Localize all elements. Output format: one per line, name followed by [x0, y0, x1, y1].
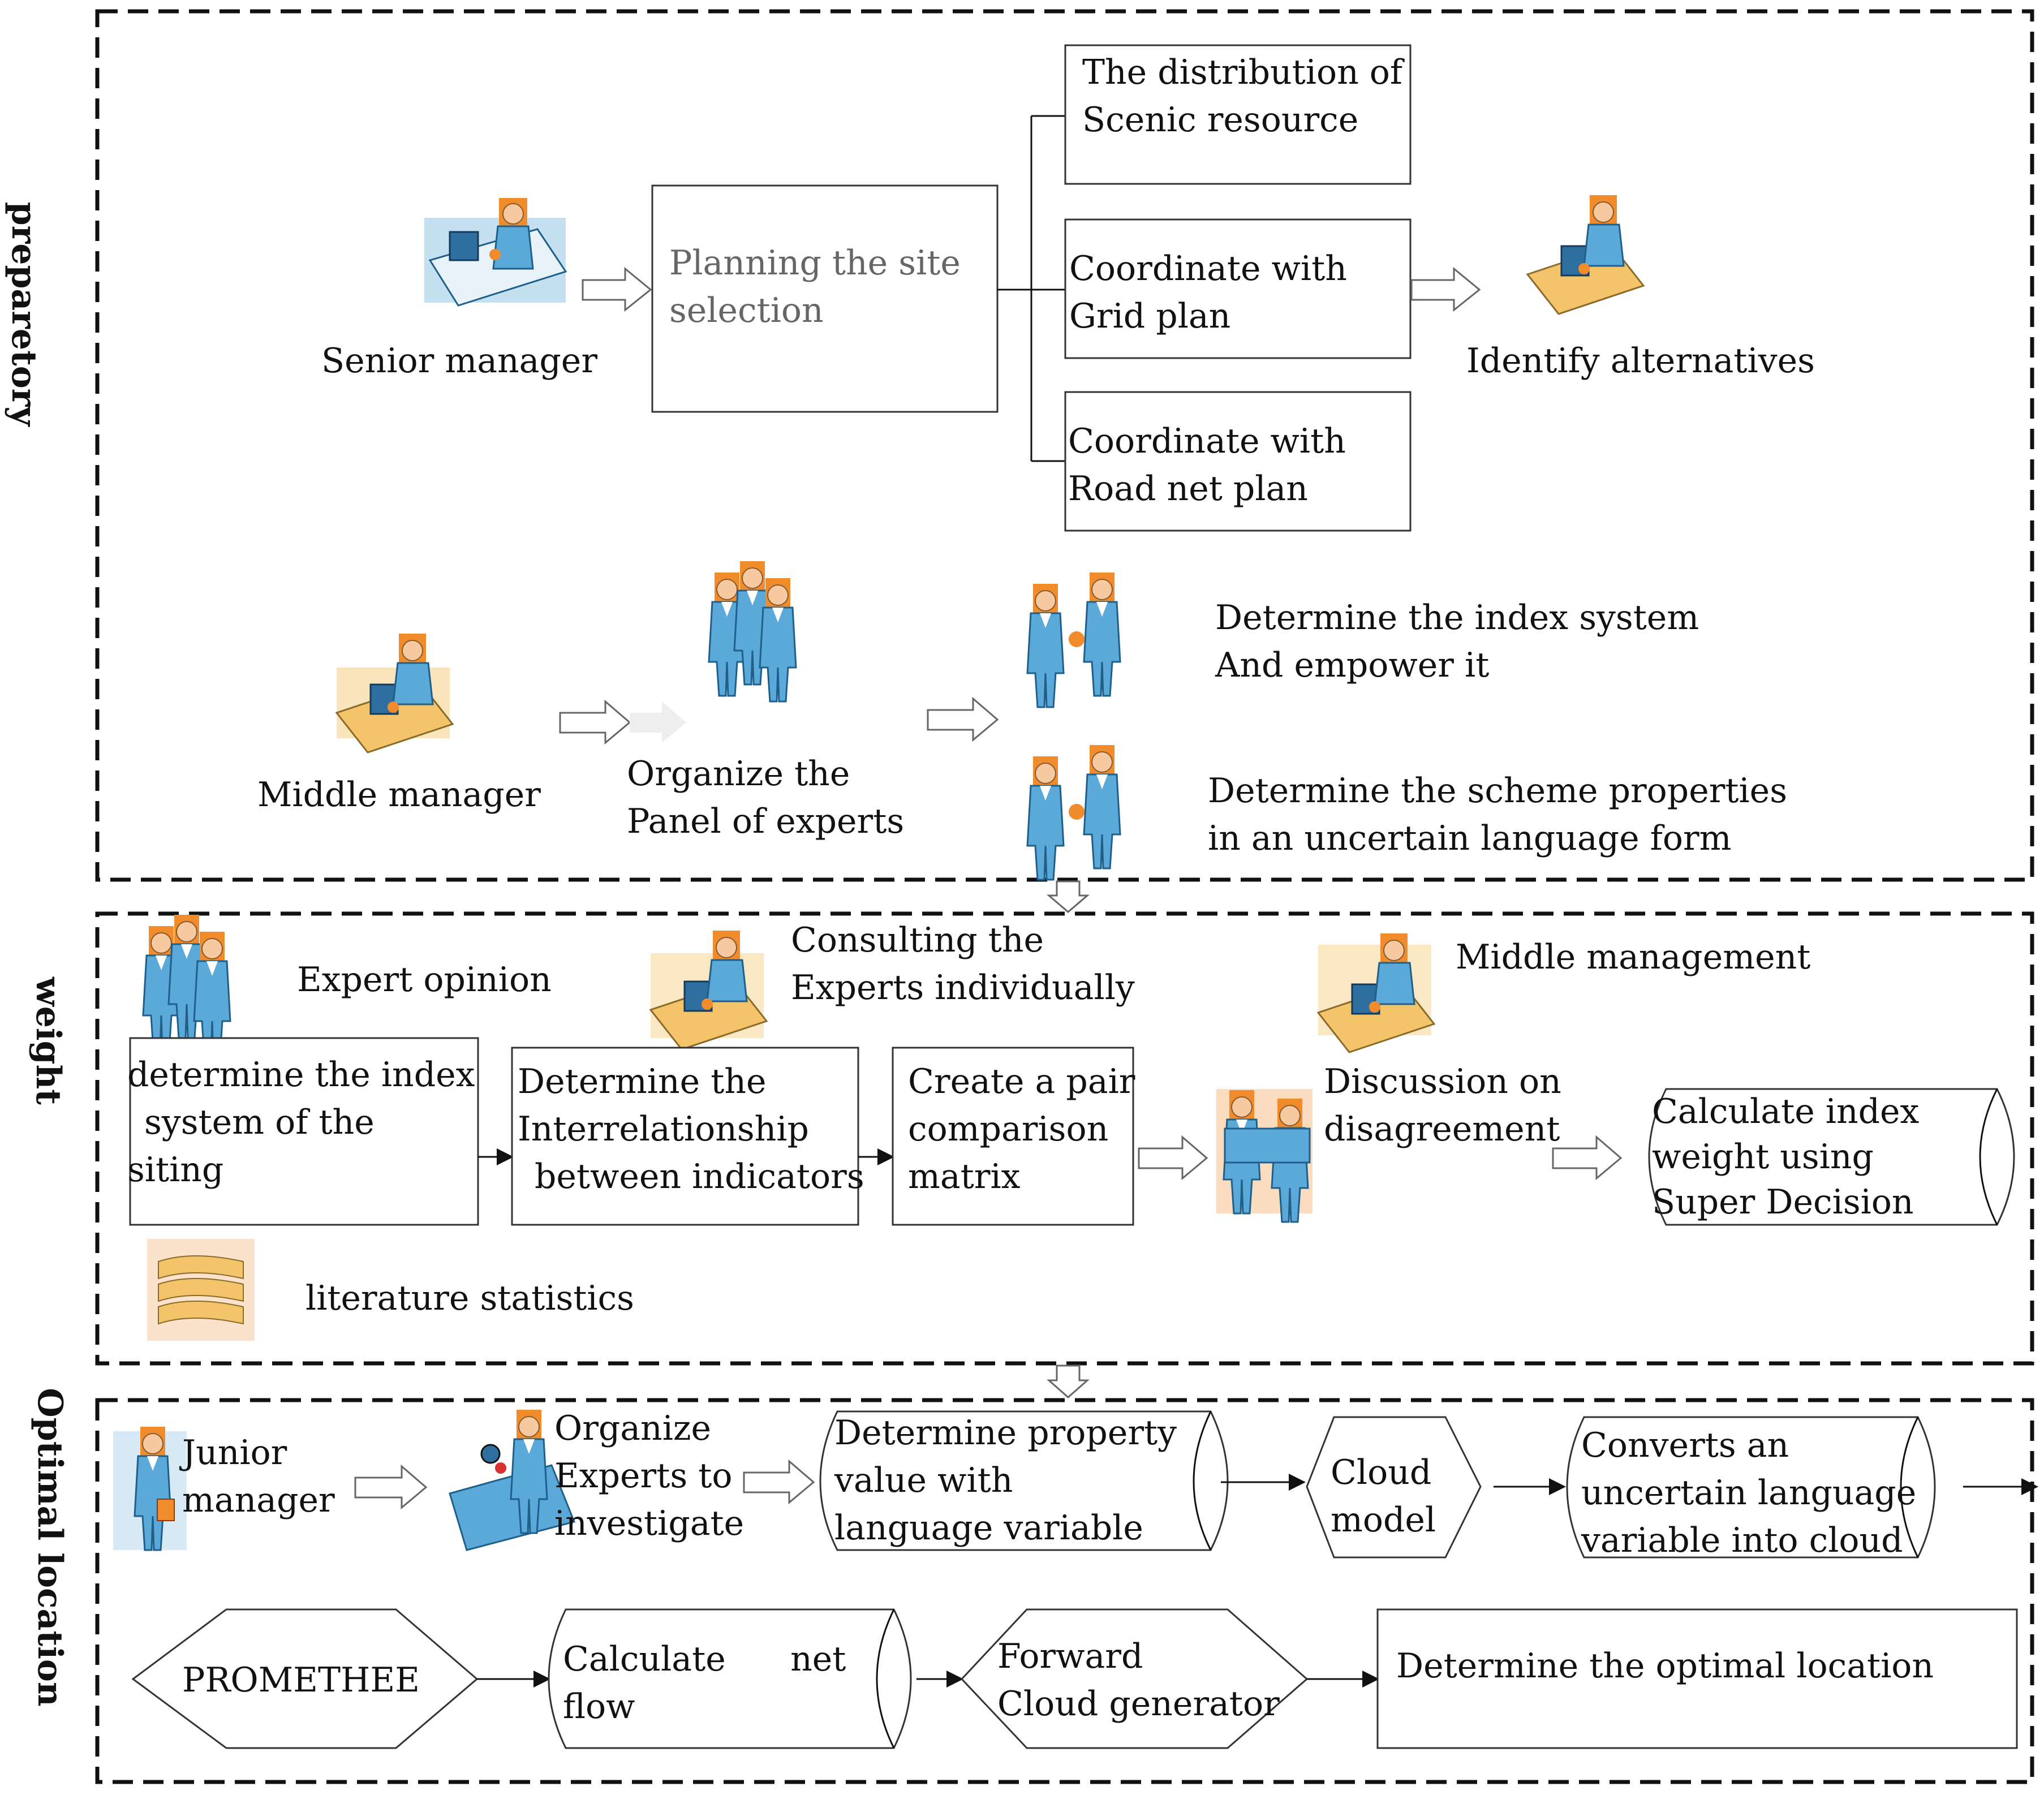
arrow-middle-to-panel-shadow: [630, 701, 686, 743]
interrelationship-text: Determine the Interrelationship between …: [518, 1062, 864, 1196]
organize-experts-icon: [449, 1409, 576, 1551]
converts-shape-edge: [1900, 1417, 1919, 1558]
net-flow-text: Calculate net flow: [563, 1639, 857, 1727]
promethee-text: PROMETHEE: [182, 1660, 420, 1700]
middle-management-icon: [1317, 932, 1435, 1053]
scenic-resource-box: [1064, 44, 1412, 185]
junior-manager-text: Junior manager: [179, 1433, 335, 1520]
forward-cloud-text: Forward Cloud generator: [997, 1637, 1280, 1724]
senior-manager-icon: [424, 198, 567, 307]
optimal-location-label: Optimal location: [30, 1388, 70, 1706]
organize-experts-text: Organize Experts to investigate: [554, 1409, 744, 1543]
middle-manager-label: Middle manager: [257, 775, 541, 815]
converts-text: Converts an uncertain language variable …: [1581, 1426, 1927, 1560]
weight-label: weight: [28, 976, 68, 1105]
road-net-plan-text: Coordinate with Road net plan: [1068, 421, 1357, 509]
determine-index-box: [129, 1037, 479, 1226]
calc-weight-text: Calculate index weight using Super Decis…: [1652, 1092, 1930, 1222]
road-net-plan-box: [1064, 391, 1412, 532]
interrelationship-box: [511, 1047, 859, 1226]
consulting-experts-text: Consulting the Experts individually: [791, 920, 1135, 1008]
scenic-resource-text: The distribution of Scenic resource: [1082, 53, 1413, 140]
panel-of-experts-icon: [709, 561, 796, 701]
arrow-panel-to-tasks: [927, 696, 999, 742]
arrow-organize-to-property: [743, 1459, 815, 1505]
weight-section-frame: [95, 911, 2034, 1366]
preparatory-label: preparetory: [4, 202, 44, 428]
arrow-junior-to-organize: [354, 1464, 428, 1510]
property-value-shape-edge: [1193, 1411, 1212, 1551]
optimal-section-frame: [95, 1398, 2034, 1784]
scheme-properties-text: Determine the scheme properties in an un…: [1208, 771, 1798, 858]
property-value-text: Determine property value with language v…: [834, 1413, 1187, 1548]
net-flow-shape-edge: [876, 1609, 895, 1749]
arrow-senior-to-planning: [582, 266, 652, 312]
consulting-experts-icon: [649, 929, 768, 1051]
forward-cloud-hexagon: [960, 1608, 1309, 1749]
arrow-middle-to-panel: [559, 699, 631, 745]
determine-index-text: determine the index system of the siting: [127, 1055, 486, 1190]
middle-manager-icon: [335, 632, 454, 754]
discussion-group-icon: [1216, 1089, 1313, 1223]
expert-opinion-label: Expert opinion: [297, 960, 552, 1000]
literature-statistics-label: literature statistics: [305, 1279, 634, 1318]
down-arrow-2: [1047, 1364, 1090, 1399]
calc-weight-shape-edge: [1979, 1088, 1998, 1225]
planning-site-selection-text: Planning the site selection: [669, 243, 971, 330]
grid-plan-text: Coordinate with Grid plan: [1069, 249, 1358, 336]
planning-connector: [997, 115, 1065, 462]
middle-management-label: Middle management: [1456, 937, 1810, 977]
cloud-model-text: Cloud model: [1331, 1453, 1442, 1540]
pair-comparison-box: [892, 1047, 1134, 1226]
down-arrow-1: [1046, 880, 1090, 913]
senior-manager-label: Senior manager: [321, 341, 597, 381]
index-system-handshake-icon: [1027, 572, 1120, 707]
grid-plan-box: [1064, 218, 1412, 359]
literature-stack-icon: [147, 1238, 255, 1341]
discussion-text: Discussion on disagreement: [1324, 1062, 1572, 1149]
scheme-properties-handshake-icon: [1027, 745, 1120, 880]
optimal-location-text: Determine the optimal location: [1396, 1646, 1934, 1686]
junior-manager-icon: [113, 1426, 187, 1551]
arrow-to-alternatives: [1410, 266, 1481, 312]
identify-alternatives-icon: [1526, 194, 1645, 315]
arrow-matrix-to-discussion: [1138, 1135, 1208, 1181]
index-system-text: Determine the index system And empower i…: [1215, 598, 1710, 685]
planning-site-selection-box: [651, 184, 999, 413]
organize-panel-text: Organize the Panel of experts: [627, 754, 904, 841]
optimal-location-box: [1376, 1608, 2018, 1749]
preparatory-section-frame: [95, 9, 2034, 882]
arrow-discussion-to-calc: [1552, 1135, 1623, 1181]
pair-comparison-text: Create a pair comparison matrix: [908, 1062, 1146, 1196]
cloud-model-hexagon: [1306, 1416, 1482, 1559]
identify-alternatives-label: Identify alternatives: [1466, 341, 1815, 381]
expert-opinion-icon: [143, 915, 230, 1055]
promethee-hexagon: [131, 1608, 479, 1749]
